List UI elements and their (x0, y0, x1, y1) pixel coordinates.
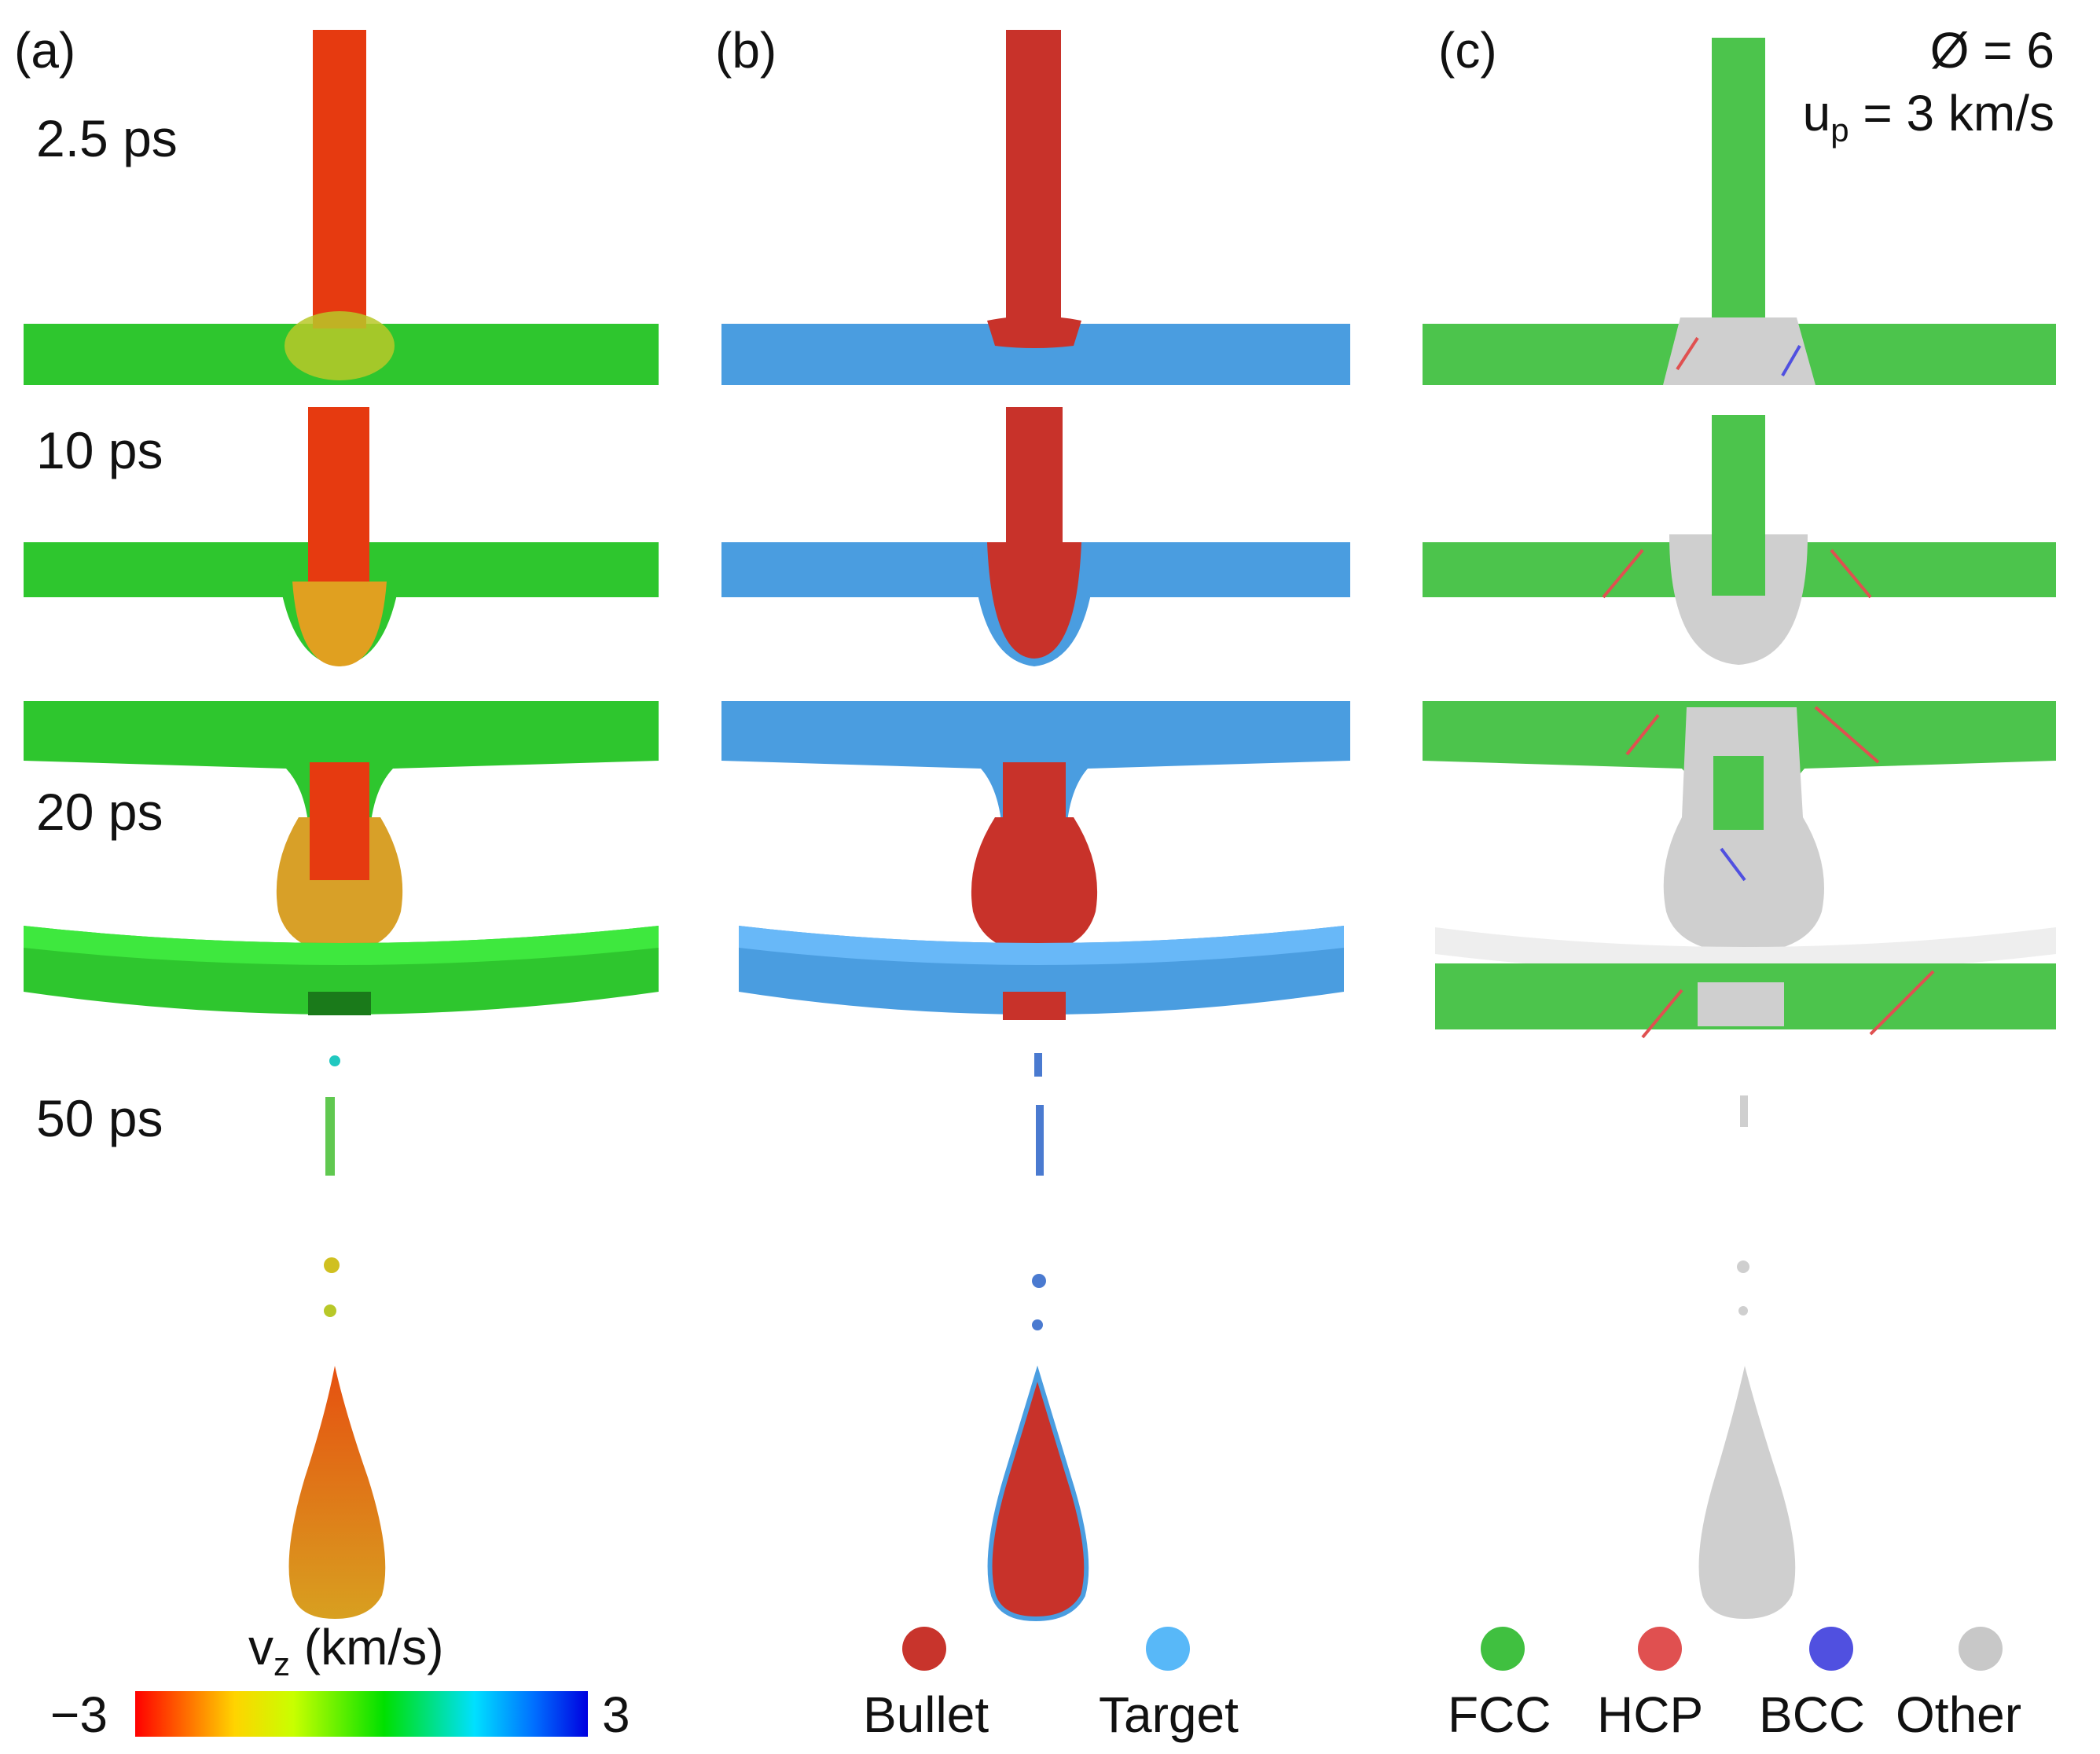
velocity-base: u (1802, 85, 1831, 141)
colorbar-title-base: v (248, 1619, 274, 1675)
a-bullet-tip-2 (292, 582, 387, 666)
c-bullet-3 (1713, 756, 1764, 830)
diameter-label: Ø = 6 (1929, 22, 2054, 79)
legend-bullet-label: Bullet (863, 1686, 989, 1743)
a-hole-4 (308, 992, 371, 1015)
legend-hcp-marker (1638, 1627, 1682, 1671)
c-bcc-1 (1781, 344, 1801, 377)
panel-label-c: (c) (1438, 22, 1497, 79)
a-bullet-2 (308, 407, 369, 604)
a-frag-2 (325, 1097, 335, 1176)
c-frag-1 (1740, 1095, 1748, 1127)
panel-label-b: (b) (715, 22, 777, 79)
legend-hcp-label: HCP (1597, 1686, 1704, 1743)
c-bullet-2 (1712, 415, 1765, 596)
legend-other-marker (1959, 1627, 2003, 1671)
b-frag-2 (1036, 1105, 1044, 1176)
c-hole-4 (1698, 982, 1784, 1026)
legend-target-marker (1146, 1627, 1190, 1671)
colorbar-title: vz (km/s) (248, 1622, 444, 1681)
panel-c-snapshots (1423, 38, 2056, 1619)
c-hcp-4b (1869, 970, 1935, 1036)
b-frag-4 (1032, 1319, 1043, 1330)
colorbar-title-unit: (km/s) (290, 1619, 444, 1675)
legend-bcc-marker (1809, 1627, 1853, 1671)
a-plate-4-top (24, 926, 659, 965)
colorbar-min-label: −3 (50, 1686, 108, 1743)
panel-a-snapshots (24, 30, 659, 1619)
time-label-2: 10 ps (36, 421, 163, 479)
b-bullet-3 (1003, 762, 1066, 880)
parameter-block: Ø = 6 up = 3 km/s (1803, 19, 2054, 151)
c-frag-3 (1738, 1306, 1748, 1316)
c-impact-1 (1663, 317, 1815, 385)
legend-bullet-marker (902, 1627, 946, 1671)
c-hcp-4a (1641, 989, 1683, 1039)
colorbar-title-subscript: z (274, 1645, 290, 1682)
b-frag-1 (1034, 1053, 1042, 1077)
c-bcc-3 (1720, 847, 1746, 882)
c-hcp-2a (1602, 549, 1644, 599)
b-bullet-1 (1006, 30, 1061, 328)
legend-other-label: Other (1896, 1686, 2022, 1743)
legend-fcc-label: FCC (1448, 1686, 1551, 1743)
time-label-4: 50 ps (36, 1089, 163, 1147)
velocity-subscript: p (1830, 111, 1849, 149)
c-bulb-3 (1663, 707, 1824, 954)
legend-bcc-label: BCC (1759, 1686, 1866, 1743)
velocity-label: up = 3 km/s (1803, 82, 2054, 151)
c-plate-4-top (1435, 927, 2056, 973)
colorbar (135, 1691, 588, 1737)
c-crater-2 (1669, 534, 1808, 665)
time-label-3: 20 ps (36, 783, 163, 841)
velocity-value: = 3 km/s (1849, 85, 2054, 141)
b-bullet-tip-2 (987, 542, 1081, 659)
a-frag-3 (324, 1257, 340, 1273)
panel-label-a: (a) (14, 22, 76, 79)
colorbar-max-label: 3 (602, 1686, 630, 1743)
b-drop-4 (987, 1365, 1089, 1622)
b-frag-3 (1032, 1274, 1046, 1288)
a-drop-4 (288, 1366, 386, 1619)
b-hole-4 (1003, 992, 1066, 1020)
c-bullet-1 (1712, 38, 1765, 341)
a-bulb-3 (276, 817, 403, 952)
a-frag-4 (324, 1304, 336, 1317)
a-bullet-1 (313, 30, 366, 328)
b-bulb-3 (971, 817, 1098, 952)
c-frag-2 (1737, 1260, 1749, 1273)
legend-fcc-marker (1481, 1627, 1525, 1671)
panel-b-snapshots (721, 30, 1350, 1622)
time-label-1: 2.5 ps (36, 109, 178, 167)
c-hcp-3a (1625, 714, 1660, 756)
b-plate-4-top (739, 926, 1344, 965)
b-bullet-foot-1 (987, 316, 1081, 348)
c-hcp-1a (1676, 336, 1699, 371)
c-drop-4 (1698, 1366, 1796, 1619)
legend-target-label: Target (1099, 1686, 1239, 1743)
a-bullet-3 (310, 762, 369, 880)
c-hcp-3b (1814, 706, 1880, 764)
a-frag-1 (329, 1055, 340, 1066)
a-impact-1 (285, 311, 395, 380)
c-hcp-2b (1830, 549, 1872, 599)
